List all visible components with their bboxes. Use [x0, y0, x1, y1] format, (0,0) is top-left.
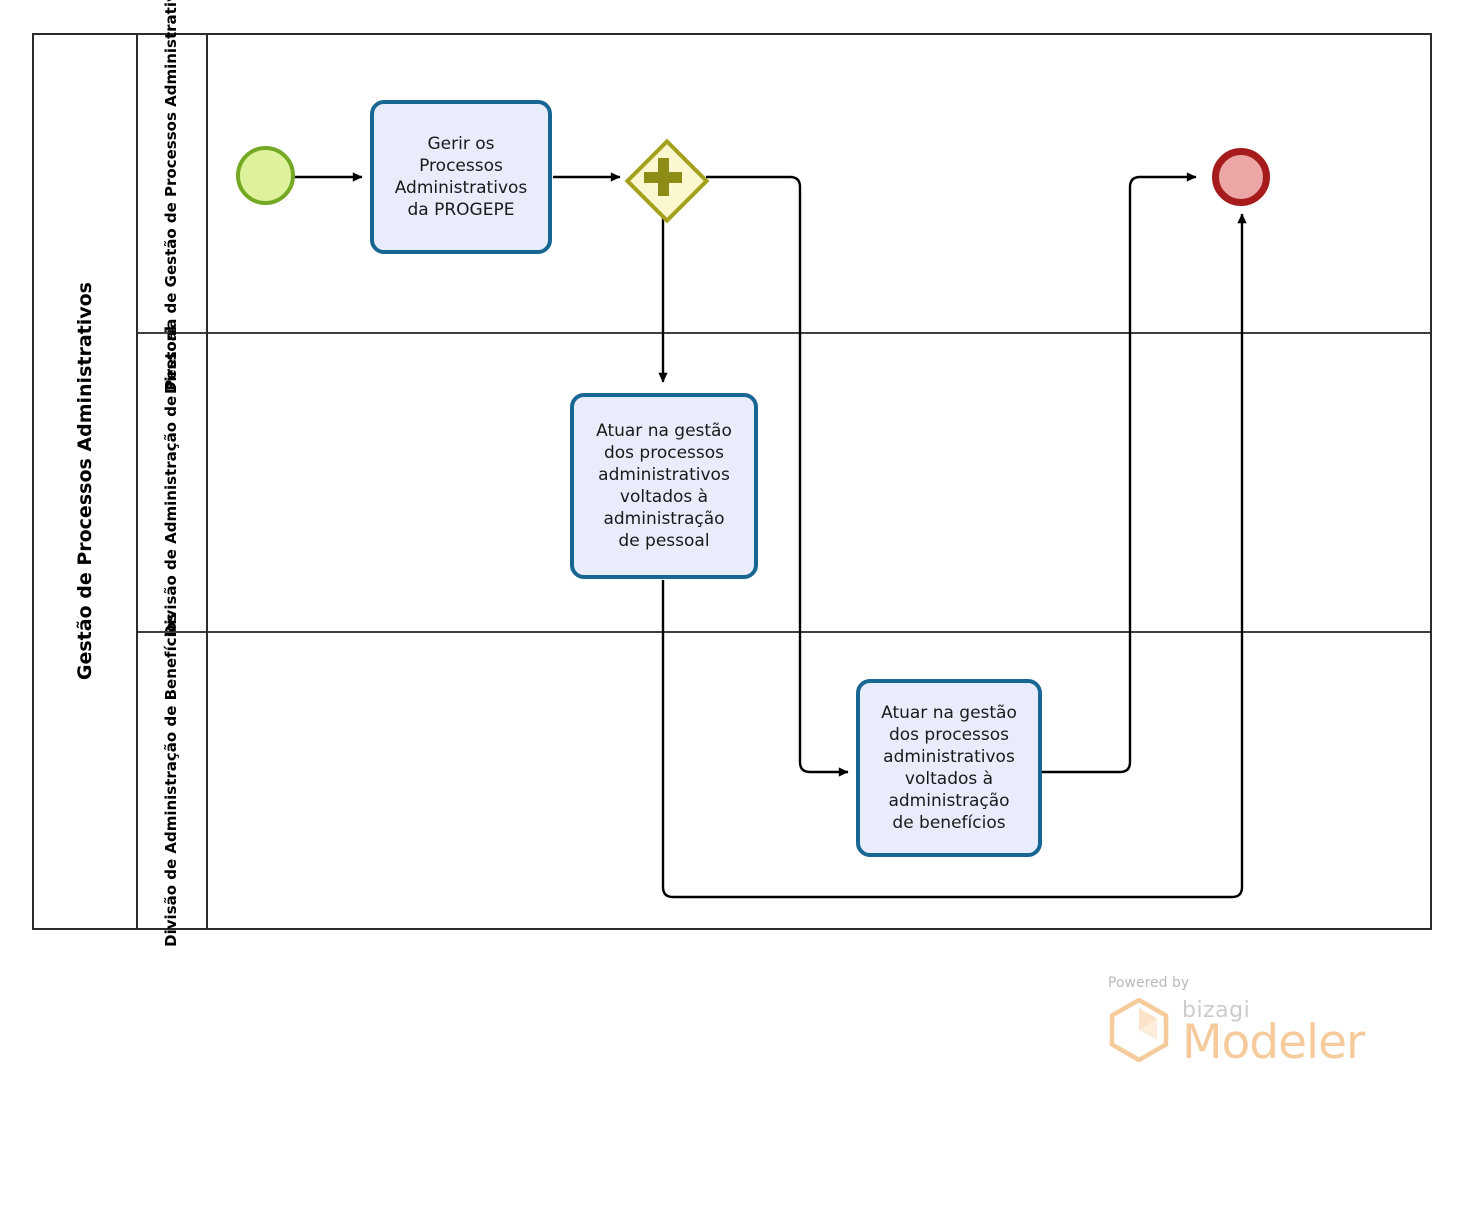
parallel-gateway[interactable] — [624, 138, 710, 224]
task-line: da PROGEPE — [407, 200, 515, 221]
task-line: dos processos — [603, 442, 725, 463]
powered-by-label: Powered by — [1108, 975, 1190, 991]
lane-header-diretoria: Diretoria de Gestão de Processos Adminis… — [138, 0, 208, 394]
pool-header: Gestão de Processos Administrativos — [34, 35, 138, 928]
lane-divisao-beneficios[interactable]: Divisão de Administração de Benefícios — [138, 613, 1430, 946]
modeler-wordmark: Modeler — [1182, 1015, 1365, 1070]
task-atuar-beneficios-label: Atuar na gestão dos processos administra… — [881, 702, 1017, 835]
task-line: administrativos — [598, 464, 730, 485]
task-line: administrativos — [883, 746, 1015, 767]
task-atuar-pessoal[interactable]: Atuar na gestão dos processos administra… — [570, 393, 758, 579]
bizagi-wordmark: bizagi — [1182, 998, 1251, 1023]
task-atuar-beneficios[interactable]: Atuar na gestão dos processos administra… — [856, 679, 1042, 857]
task-line: dos processos — [888, 724, 1010, 745]
task-line: Atuar na gestão — [596, 420, 732, 441]
lane-label-pessoal: Divisão de Administração de Pessoal — [162, 325, 181, 638]
lane-header-pessoal: Divisão de Administração de Pessoal — [138, 326, 208, 637]
lane-diretoria[interactable]: Diretoria de Gestão de Processos Adminis… — [138, 0, 1430, 394]
task-line: Processos — [419, 155, 503, 176]
lane-divisao-pessoal[interactable]: Divisão de Administração de Pessoal — [138, 326, 1430, 637]
task-line: Gerir os — [427, 133, 495, 154]
pool-title: Gestão de Processos Administrativos — [73, 282, 96, 681]
task-line: Administrativos — [394, 178, 528, 198]
gateway-plus-icon — [657, 158, 669, 196]
task-line: voltados à — [904, 769, 994, 789]
lane-body-pessoal — [208, 332, 1430, 631]
end-event[interactable] — [1212, 148, 1270, 206]
lane-label-beneficios: Divisão de Administração de Benefícios — [162, 612, 181, 947]
task-gerir-processos-label: Gerir os Processos Administrativos da PR… — [395, 133, 528, 221]
lane-header-beneficios: Divisão de Administração de Benefícios — [138, 613, 208, 946]
task-line: Atuar na gestão — [881, 702, 1017, 723]
bizagi-logo-icon — [1109, 998, 1169, 1062]
start-event[interactable] — [236, 146, 295, 205]
task-atuar-pessoal-label: Atuar na gestão dos processos administra… — [596, 420, 732, 553]
lane-body-beneficios — [208, 631, 1430, 928]
task-line: voltados à — [619, 487, 709, 507]
task-line: de pessoal — [618, 531, 710, 552]
task-line: de benefícios — [892, 813, 1006, 834]
bizagi-brand: Powered by bizagi Modeler — [1108, 975, 1368, 1070]
task-line: administração — [888, 791, 1010, 812]
task-line: administração — [603, 509, 725, 530]
task-gerir-processos[interactable]: Gerir os Processos Administrativos da PR… — [370, 100, 552, 254]
